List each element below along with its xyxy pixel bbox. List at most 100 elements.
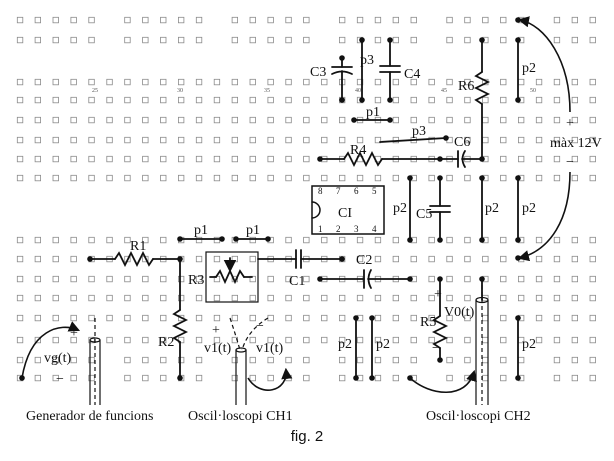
component-lead-dot <box>177 375 183 381</box>
breadboard-hole <box>464 36 471 44</box>
breadboard-hole <box>446 294 453 302</box>
breadboard-hole <box>195 116 203 124</box>
breadboard-hole <box>446 314 453 322</box>
breadboard-hole <box>500 155 507 163</box>
breadboard-hole <box>70 255 77 263</box>
breadboard-hole <box>249 336 256 344</box>
breadboard-hole <box>124 336 131 344</box>
jumper-label-p2: p2 <box>522 337 536 352</box>
v1-left-label: v1(t) <box>204 341 232 356</box>
breadboard-hole <box>52 336 59 344</box>
resistor-r4 <box>319 150 441 168</box>
breadboard-hole <box>106 155 113 163</box>
breadboard-hole <box>428 275 435 283</box>
breadboard-hole <box>392 374 400 382</box>
component-lead-dot <box>479 156 485 162</box>
breadboard-hole <box>321 294 328 302</box>
breadboard-hole <box>356 236 364 244</box>
breadboard-hole <box>392 96 400 104</box>
component-lead-dot <box>359 97 365 103</box>
component-lead-dot <box>87 256 93 262</box>
column-number: 35 <box>264 88 270 94</box>
breadboard-hole <box>410 16 417 24</box>
breadboard-hole <box>589 36 596 44</box>
breadboard-hole <box>571 314 578 322</box>
breadboard-hole <box>267 374 274 382</box>
breadboard-hole <box>142 155 149 163</box>
breadboard-hole <box>338 314 346 322</box>
breadboard-hole <box>70 16 77 24</box>
breadboard-hole <box>70 275 77 283</box>
breadboard-hole <box>160 16 167 24</box>
breadboard-hole <box>571 236 578 244</box>
component-lead-dot <box>353 315 359 321</box>
breadboard-hole <box>535 294 543 302</box>
breadboard-hole <box>500 174 507 182</box>
breadboard-hole <box>500 236 507 244</box>
breadboard-hole <box>195 155 203 163</box>
breadboard-hole <box>374 36 382 44</box>
breadboard-hole <box>392 78 400 86</box>
c3-label: C3 <box>310 65 326 80</box>
component-lead-dot <box>479 237 485 243</box>
breadboard-hole <box>124 275 131 283</box>
breadboard-hole <box>428 136 435 144</box>
breadboard-hole <box>195 255 203 263</box>
breadboard-hole <box>571 275 578 283</box>
breadboard-hole <box>482 136 489 144</box>
breadboard-hole <box>589 314 596 322</box>
breadboard-hole <box>34 255 41 263</box>
component-lead-dot <box>479 37 485 43</box>
ic-pin: 6 <box>354 186 359 196</box>
breadboard-hole <box>285 36 292 44</box>
breadboard-hole <box>464 374 471 382</box>
resistor-r1 <box>89 250 181 268</box>
breadboard-hole <box>285 336 292 344</box>
breadboard-hole <box>195 336 203 344</box>
component-lead-dot <box>515 37 521 43</box>
breadboard-hole <box>392 36 400 44</box>
component-lead-dot <box>407 175 413 181</box>
breadboard-hole <box>142 336 149 344</box>
breadboard-hole <box>464 116 471 124</box>
breadboard-hole <box>160 155 167 163</box>
breadboard-hole <box>231 294 239 302</box>
breadboard-hole <box>446 116 453 124</box>
breadboard-hole <box>267 16 274 24</box>
breadboard-hole <box>249 174 256 182</box>
breadboard-hole <box>321 96 328 104</box>
breadboard-hole <box>428 78 435 86</box>
column-number: 45 <box>441 88 447 94</box>
scope-ch1-label: Oscil·loscopi CH1 <box>188 409 293 424</box>
breadboard-hole <box>446 174 453 182</box>
breadboard-hole <box>482 96 489 104</box>
breadboard-hole <box>464 16 471 24</box>
breadboard-hole <box>195 16 203 24</box>
breadboard-hole <box>535 116 543 124</box>
breadboard-hole <box>16 356 24 364</box>
breadboard-hole <box>464 356 471 364</box>
breadboard-hole <box>70 236 77 244</box>
vg-minus: − <box>56 372 64 387</box>
breadboard-hole <box>124 16 131 24</box>
breadboard-hole <box>88 16 95 24</box>
breadboard-hole <box>213 294 221 302</box>
breadboard-hole <box>553 155 561 163</box>
breadboard-hole <box>195 374 203 382</box>
breadboard-hole <box>249 356 256 364</box>
breadboard-hole <box>177 36 185 44</box>
jumper-label-p1: p1 <box>366 105 380 120</box>
breadboard-hole <box>231 136 239 144</box>
breadboard-hole <box>571 174 578 182</box>
breadboard-hole <box>177 116 185 124</box>
breadboard-hole <box>177 96 185 104</box>
breadboard-hole <box>195 236 203 244</box>
breadboard-hole <box>88 336 95 344</box>
breadboard-hole <box>106 174 113 182</box>
breadboard-hole <box>52 16 59 24</box>
breadboard-hole <box>213 136 221 144</box>
breadboard-hole <box>518 155 525 163</box>
breadboard-hole <box>500 255 507 263</box>
breadboard-hole <box>88 275 95 283</box>
component-lead-dot <box>437 175 443 181</box>
